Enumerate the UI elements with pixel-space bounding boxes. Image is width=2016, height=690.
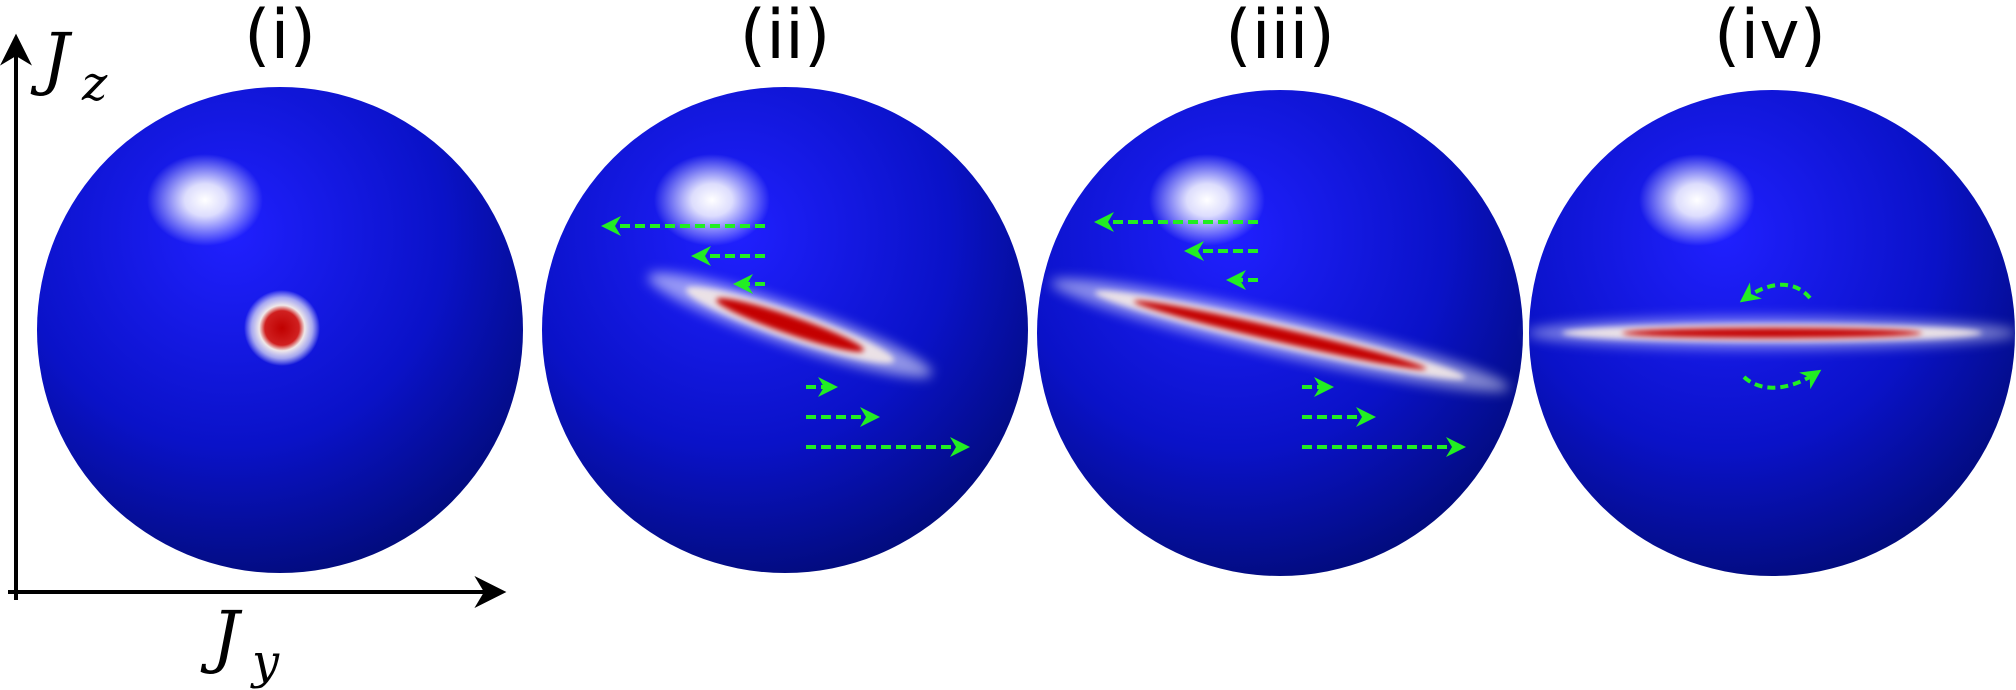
flow-arrows-right xyxy=(1302,377,1466,457)
squeezed-state xyxy=(1050,278,1510,392)
horizontal-axis-subscript: y xyxy=(250,634,280,690)
vertical-axis-label: J xyxy=(30,20,73,99)
panel-iv: (iv) xyxy=(1527,0,2016,576)
flow-arrows-right xyxy=(806,377,970,457)
panel-i: (i) xyxy=(37,0,523,573)
panel-label: (iv) xyxy=(1714,0,1826,75)
highlight-glare xyxy=(654,154,770,246)
rotation-arrows xyxy=(1739,282,1822,390)
squeezed-state xyxy=(648,272,932,378)
panel-iii: (iii) xyxy=(1037,0,1523,576)
highlight-glare xyxy=(1149,154,1265,246)
panel-label: (i) xyxy=(244,0,316,75)
rotation-arrow-lower xyxy=(1742,369,1822,390)
flow-arrows-left xyxy=(601,216,765,294)
panel-label: (iii) xyxy=(1225,0,1335,75)
panel-ii: (ii) xyxy=(542,0,1028,573)
horizontal-axis-label: J xyxy=(200,598,243,677)
coherent-state xyxy=(244,290,320,366)
squeezed-state xyxy=(1527,317,2016,349)
panel-label: (ii) xyxy=(740,0,831,75)
flow-arrows-left xyxy=(1094,212,1258,290)
highlight-glare xyxy=(1639,154,1755,246)
vertical-axis-subscript: z xyxy=(81,56,108,112)
highlight-glare xyxy=(147,154,263,246)
rotation-arrow-upper xyxy=(1739,282,1812,303)
